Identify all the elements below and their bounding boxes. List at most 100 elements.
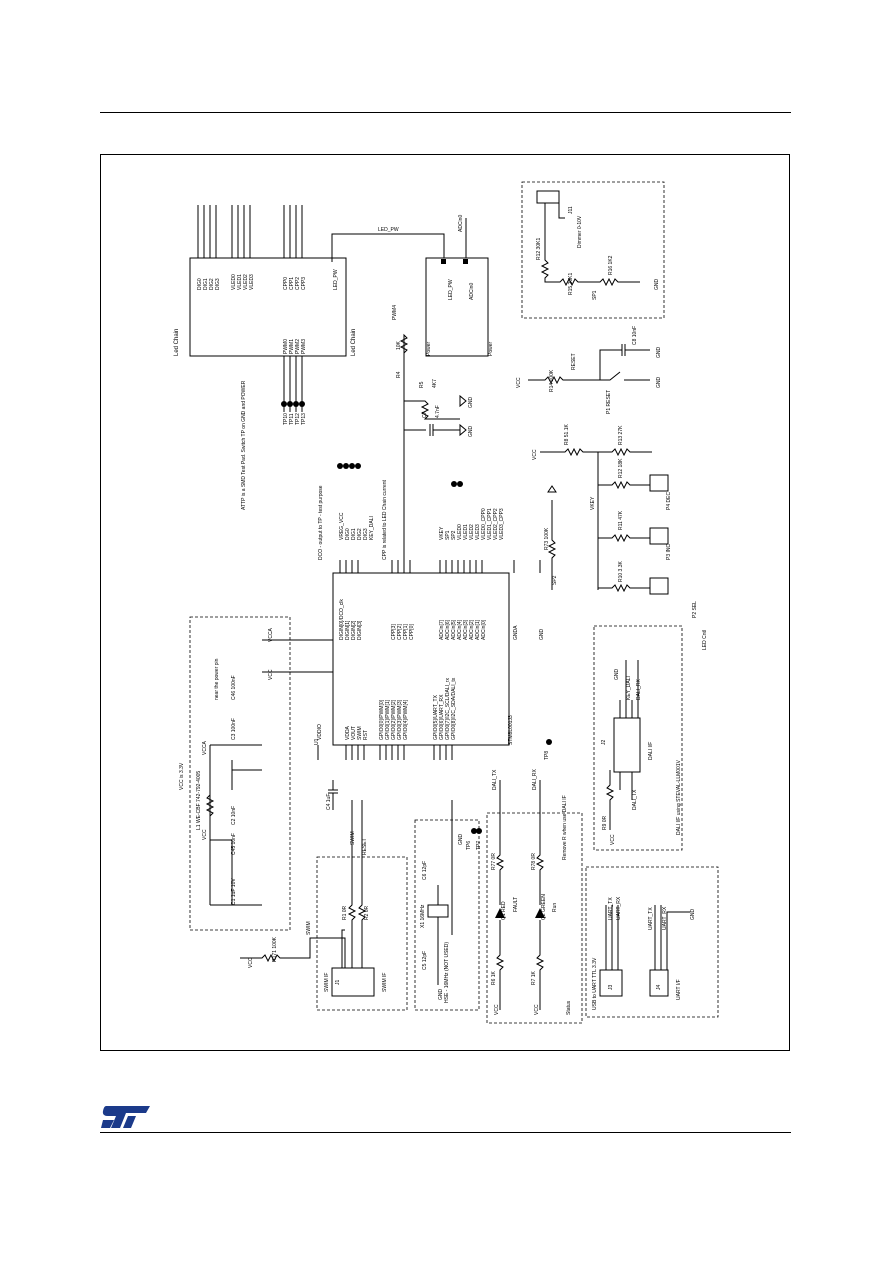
mcu-ref-label: U1 xyxy=(314,738,320,745)
oscillator-section: HSE - 16MHz (NOT USED) X1 16MHz C5 12pF … xyxy=(414,800,480,1011)
mcu-right-pin: ADCin[5] xyxy=(451,619,457,640)
mcu-left-pin: GPIO0[1]/PWM[1] xyxy=(385,699,391,740)
power-c3: C3 100nF xyxy=(231,718,237,740)
right-net-label: VLED1_CPP1 xyxy=(487,508,493,540)
svg-text:TP7: TP7 xyxy=(476,841,482,850)
dali-key: KEY_DALI xyxy=(626,676,632,700)
swim-r171: R171 100K xyxy=(272,936,278,962)
keys-vcc: VCC xyxy=(532,449,538,460)
mcu-right-pin: CPP[2] xyxy=(397,624,403,640)
right-net-label: VLED3 xyxy=(475,524,481,540)
mcu-left-pin: GPIO0[3]/PWM[3] xyxy=(397,699,403,740)
uart-title: USB to UART TTL 3.3V xyxy=(592,957,598,1010)
right-net-label: VLED2 xyxy=(469,524,475,540)
led-chain-pwm-pin: PWM3 xyxy=(301,339,307,354)
dimmer-sp1: SP1 xyxy=(592,290,598,300)
digital-net-label: DIG0 xyxy=(345,528,351,540)
mcu-right-pin: GND xyxy=(539,629,545,641)
mcu-right-pin: CPP[3] xyxy=(391,624,397,640)
dimmer-r12: R12 30K1 xyxy=(536,238,542,260)
keys-label: LED Cntl xyxy=(702,630,708,650)
right-net-label: VLED0_CPP0 xyxy=(481,508,487,540)
power-c4: C4 1uF xyxy=(326,794,332,810)
dali-ref: J2 xyxy=(601,740,607,746)
swim-net: SWIM xyxy=(306,921,312,935)
power-c46: C46 100nF xyxy=(231,675,237,700)
st-logo-mark xyxy=(102,1106,150,1128)
mcu-right-pin: GNDA xyxy=(513,625,519,640)
dimmer-r15: R15 20K1 xyxy=(568,273,574,295)
swim-r1: R1 0R xyxy=(342,905,348,920)
osc-title: HSE - 16MHz (NOT USED) xyxy=(444,942,450,1003)
uart-j3: J3 xyxy=(608,985,614,991)
swim-r2: R2 0R xyxy=(364,905,370,920)
led-chain-pin: VLED1 xyxy=(237,274,243,290)
right-net-label: VLED3_CPP3 xyxy=(499,508,505,540)
mcu-left-pin: RST xyxy=(363,730,369,740)
power-network: R4 10K PWM4 R5 4K7 C7 4.7nF GND GND xyxy=(392,305,474,565)
mcu-left-pin: SWIM xyxy=(357,726,363,740)
reset-r14: R14 100K xyxy=(549,369,555,392)
osc-x1: X1 16MHz xyxy=(420,904,426,928)
swim-title-2: SWIM IF xyxy=(382,973,388,992)
power-c2: C2 10nF xyxy=(231,806,237,825)
led-chain-pwm-pin: PWM0 xyxy=(283,339,289,354)
power-supply-section: VCC is 3.3V near the power pin L1 WE-CBF… xyxy=(179,616,338,931)
led-chain-pin: DIG0 xyxy=(197,278,203,290)
svg-text:10K: 10K xyxy=(396,340,402,350)
led-chain-tp: TP13 xyxy=(301,413,307,425)
led-r7: R7 1K xyxy=(531,970,537,985)
led-chain-pin: DIG3 xyxy=(215,278,221,290)
power-block-title-2: Power xyxy=(488,341,494,356)
dali-part: DALI I/F xyxy=(648,742,654,760)
mcu-right-pin: DIGIN[2] xyxy=(351,620,357,640)
digital-net-label: DIG3 xyxy=(363,528,369,540)
dali-section: J2 DALI I/F DALI I/F using STEVAL-LLM001… xyxy=(593,625,683,851)
dali-tx: DALI_TX xyxy=(632,789,638,810)
mcu-left-pin: GPIO0[2]/PWM[2] xyxy=(391,699,397,740)
dimmer-r16: R16 1K2 xyxy=(608,255,614,275)
reset-vcc: VCC xyxy=(516,377,522,388)
led-chain-pin: DIG1 xyxy=(203,278,209,290)
svg-text:TP8: TP8 xyxy=(544,751,550,760)
led-chain-tp: TP12 xyxy=(295,413,301,425)
mcu-right-pin: DIGIN[1] xyxy=(345,620,351,640)
uart-rx: UART_RX xyxy=(616,896,622,920)
note-dco: DCO - output to TP - test purpose xyxy=(318,485,324,560)
keys-p3: P3 INC xyxy=(666,543,672,560)
digital-net-label: DIG2 xyxy=(357,528,363,540)
power-vcca: VCCA xyxy=(202,740,208,755)
uart-tx: UART_TX xyxy=(608,897,614,920)
mcu-right-pin: ADCin[4] xyxy=(457,619,463,640)
svg-text:GND: GND xyxy=(458,834,464,846)
dimmer-gnd: GND xyxy=(654,279,660,291)
svg-text:GND: GND xyxy=(468,426,474,438)
led-pw-net-label: LED_PW xyxy=(378,227,399,233)
mcu-right-pin: CPP[1] xyxy=(403,624,409,640)
mcu-part-label: STM8L001J3 xyxy=(508,715,514,745)
svg-text:4.7nF: 4.7nF xyxy=(435,405,441,418)
schematic-frame xyxy=(100,154,790,1051)
mcu-right-pin: DIGIN[3] xyxy=(357,620,363,640)
led-note: Remove R when use DALI IF xyxy=(562,795,568,860)
power-block-title: Power xyxy=(426,341,432,356)
svg-text:GND: GND xyxy=(468,397,474,409)
mcu-right-pin: ADCin[1] xyxy=(475,619,481,640)
right-net-label: SP1 xyxy=(445,530,451,540)
dali-rx: DALI_RX xyxy=(636,678,642,700)
svg-text:VCC: VCC xyxy=(494,1004,500,1015)
led-r77: R77 0R xyxy=(491,853,497,870)
svg-text:DALI_TX: DALI_TX xyxy=(492,769,498,790)
svg-text:VCC: VCC xyxy=(534,1004,540,1015)
right-net-label: VLED0 xyxy=(457,524,463,540)
mcu-right-pin: ADCin[3] xyxy=(463,619,469,640)
leds-section: R6 1K R7 1K Q1 RED Q2 GREEN R77 0R R78 0… xyxy=(486,768,583,1024)
digital-net-label: DIG1 xyxy=(351,528,357,540)
digital-net-label: VREG_VCC xyxy=(339,512,345,540)
reset-p1: P1 RESET xyxy=(606,390,612,414)
mcu-right-pin: ADCin[6] xyxy=(445,619,451,640)
led-chain-pin: VLED2 xyxy=(243,274,249,290)
pwm4-net: PWM4 xyxy=(392,305,398,320)
mcu-right-pin: CPP[0] xyxy=(409,624,415,640)
